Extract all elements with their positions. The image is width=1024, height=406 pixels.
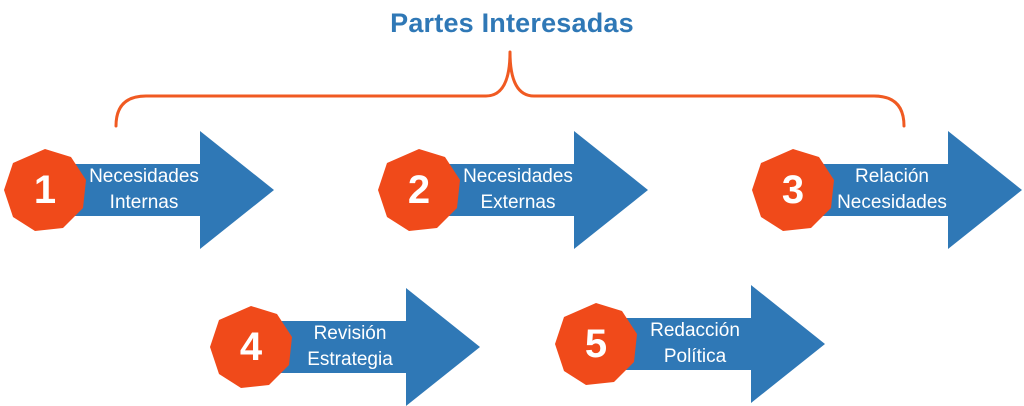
step-label-line-2: Internas [109,192,179,213]
step-label-line-1: Redacción [650,320,740,341]
step-label: Necesidades Externas [448,159,588,221]
step-label-line-2: Política [663,346,727,367]
step-number: 1 [33,168,57,212]
step-1: 1 Necesidades Internas [4,131,279,249]
arrow-shape [752,131,1022,249]
step-2: 2 Necesidades Externas [378,131,653,249]
step-3: 3 Relación Necesidades [752,131,1024,249]
step-label-line-2: Estrategia [307,349,393,370]
step-number: 3 [781,168,805,212]
step-label-line-1: Necesidades [463,166,573,187]
step-label-line-1: Revisión [313,323,387,344]
step-4: 4 Revisión Estrategia [210,288,485,406]
step-label-line-2: Externas [480,192,556,213]
arrow-shape [210,288,480,406]
step-label-line-1: Relación [855,166,929,187]
step-number: 4 [239,325,263,369]
arrow-shape [4,131,274,249]
step-label: Redacción Política [625,313,765,375]
diagram-title: Partes Interesadas [390,8,634,38]
step-label: Relación Necesidades [822,159,962,221]
step-label: Revisión Estrategia [280,316,420,378]
arrow-shape [555,285,825,403]
step-number: 2 [407,168,431,212]
arrow-shape [378,131,648,249]
step-label-line-1: Necesidades [89,166,199,187]
step-label-line-2: Necesidades [837,192,947,213]
step-5: 5 Redacción Política [555,285,830,403]
curly-brace [114,50,906,128]
step-number: 5 [584,322,608,366]
step-label: Necesidades Internas [74,159,214,221]
